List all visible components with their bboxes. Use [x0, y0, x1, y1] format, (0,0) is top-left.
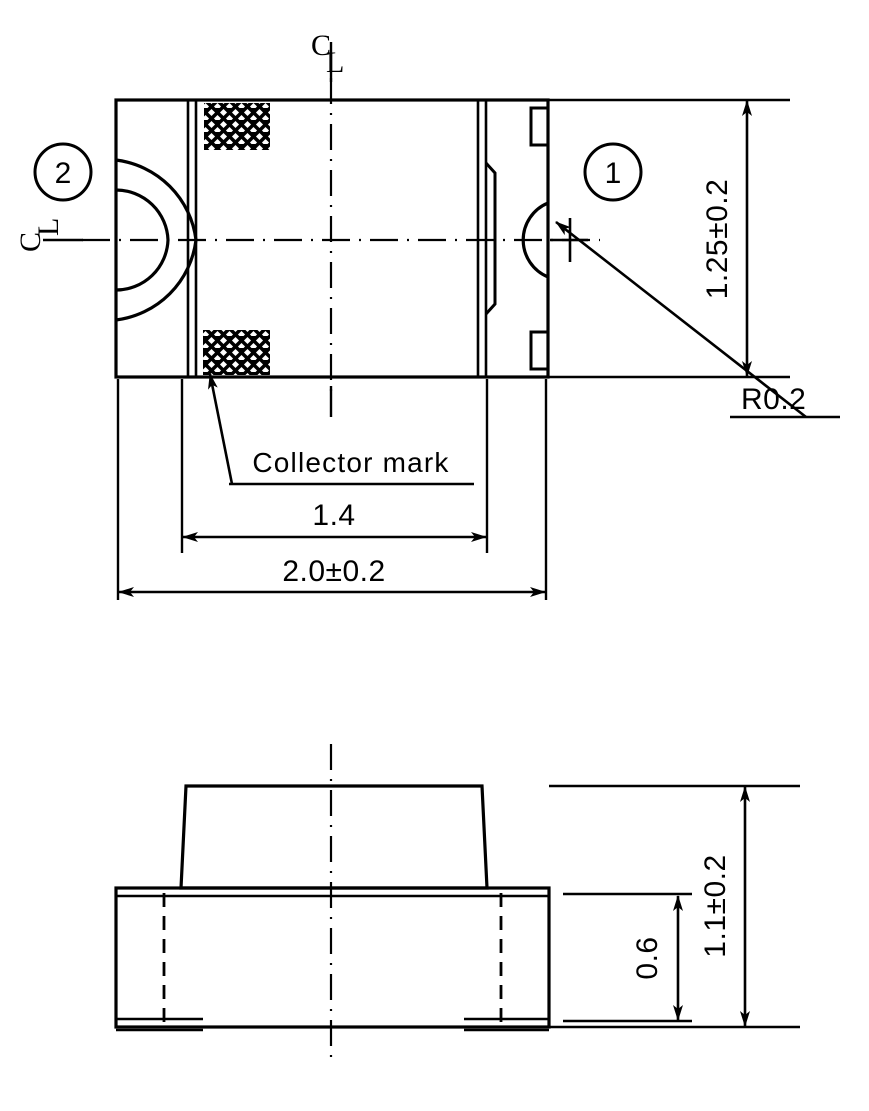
balloon-2: 2: [33, 142, 93, 202]
collector-mark-text: Collector mark: [252, 447, 449, 478]
right-radius-notch-arc: [521, 201, 549, 279]
balloon-2-label: 2: [55, 157, 72, 190]
top-view: C L C L: [14, 29, 840, 600]
dim-body-height-text: 0.6: [631, 936, 664, 979]
centerline-c-glyph-h: C: [14, 232, 47, 252]
left-inner-arc: [115, 188, 170, 292]
collector-mark-leader: [208, 373, 234, 485]
centerline-l-glyph-h: L: [32, 218, 65, 236]
dim-overall-width-text: 2.0±0.2: [282, 555, 385, 588]
side-view: 0.6 1.1±0.2: [114, 744, 800, 1062]
collector-mark-pad-top: [204, 103, 270, 150]
right-top-tab: [529, 106, 548, 147]
collector-mark-pad-bottom: [203, 330, 270, 375]
dim-height-text: 1.25±0.2: [701, 179, 734, 300]
centerline-l-glyph: L: [326, 46, 344, 79]
package-body-outline: [114, 98, 550, 379]
lens-trapezoid-outline: [179, 784, 489, 890]
radius-leader-line: [555, 220, 807, 419]
radius-center-cross: [550, 218, 588, 262]
dim-total-height-text: 1.1±0.2: [699, 854, 732, 957]
dim-inner-width-text: 1.4: [312, 499, 355, 532]
centerline-c-glyph: C: [311, 29, 331, 62]
balloon-1-label: 1: [605, 157, 622, 190]
centerline-horizontal-symbol: C L: [14, 218, 83, 252]
right-bottom-tab: [529, 330, 548, 371]
balloon-1: 1: [583, 142, 643, 202]
dim-radius-text: R0.2: [741, 383, 806, 416]
right-lower-step: [484, 215, 497, 316]
centerline-vertical-symbol: C L: [311, 29, 344, 82]
side-body-outline: [114, 886, 551, 1029]
